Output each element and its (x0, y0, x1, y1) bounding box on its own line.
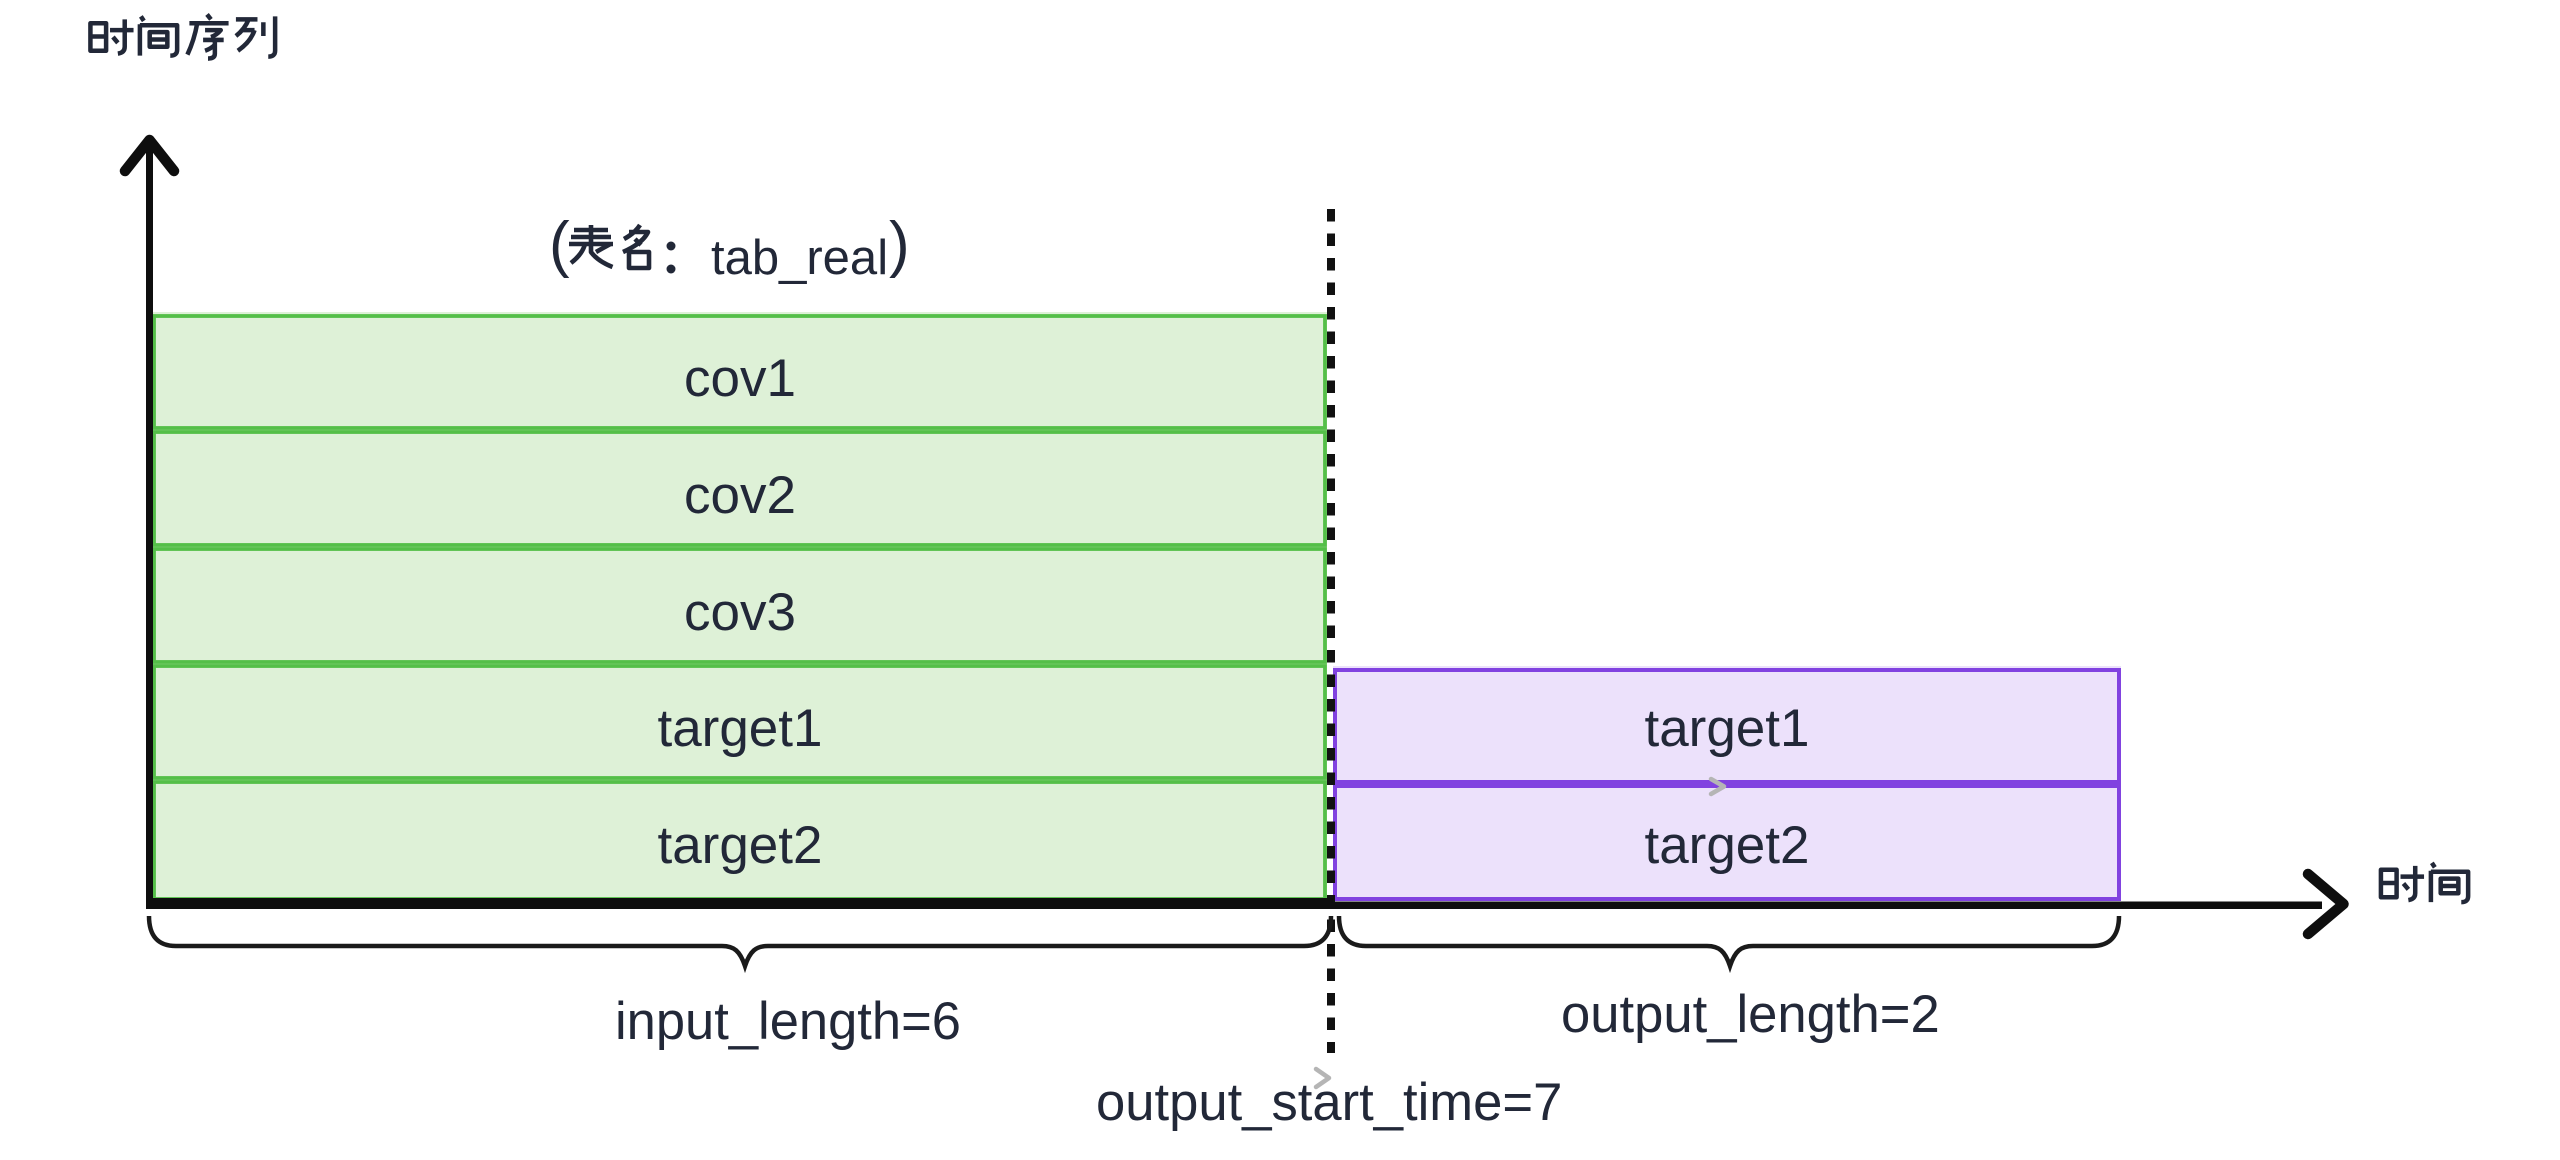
svg-text:target1: target1 (657, 699, 822, 758)
svg-text:cov2: cov2 (684, 466, 796, 525)
svg-text:): ) (889, 210, 910, 279)
svg-text:(: ( (549, 210, 570, 279)
svg-text:target1: target1 (1644, 699, 1809, 758)
svg-text:cov1: cov1 (684, 349, 796, 408)
svg-text:input_length=6: input_length=6 (615, 992, 961, 1051)
svg-text:target2: target2 (1644, 816, 1809, 875)
svg-text:tab_real: tab_real (711, 231, 888, 285)
svg-text:cov3: cov3 (684, 583, 796, 642)
svg-text:output_length=2: output_length=2 (1561, 985, 1940, 1044)
svg-text:target2: target2 (657, 816, 822, 875)
svg-text:output_start_time=7: output_start_time=7 (1096, 1073, 1562, 1132)
